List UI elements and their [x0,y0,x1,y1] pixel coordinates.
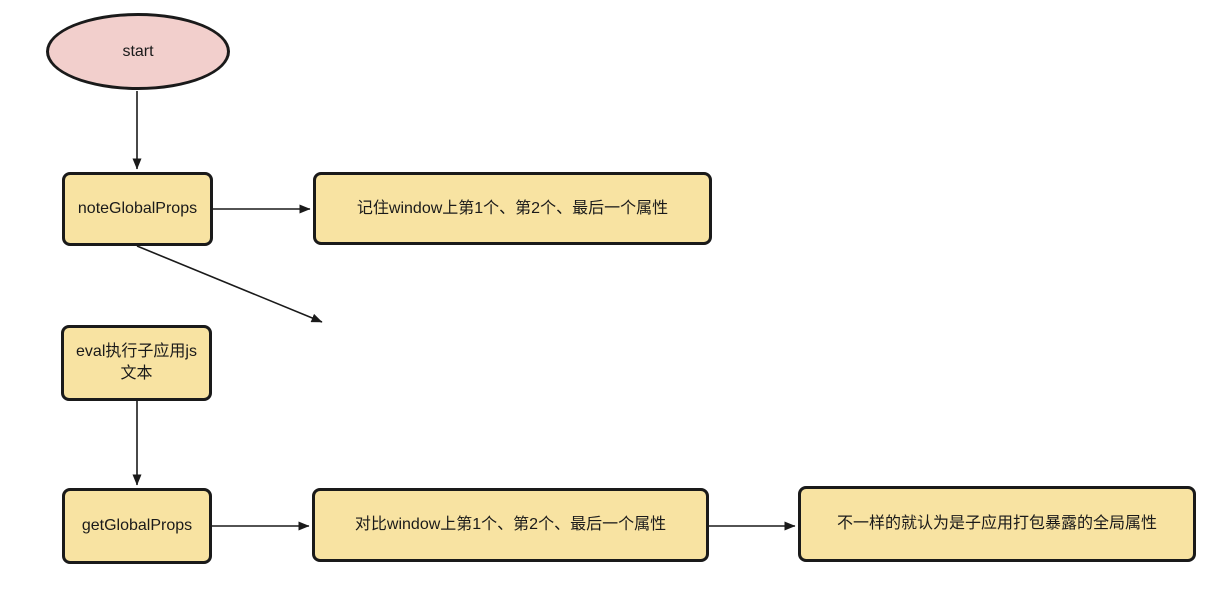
node-evaljs-label: eval执行子应用js 文本 [76,341,197,384]
node-note-desc-label: 记住window上第1个、第2个、最后一个属性 [356,199,669,217]
node-note-desc: 记住window上第1个、第2个、最后一个属性 [313,172,712,245]
node-evaljs: eval执行子应用js 文本 [61,325,212,401]
node-start: start [46,13,230,90]
node-compare-desc: 对比window上第1个、第2个、最后一个属性 [312,488,709,562]
node-getglobalprops-label: getGlobalProps [81,517,193,535]
node-getglobalprops: getGlobalProps [62,488,212,564]
node-noteglobalprops-label: noteGlobalProps [77,200,198,218]
node-result-desc: 不一样的就认为是子应用打包暴露的全局属性 [798,486,1196,562]
node-result-desc-label: 不一样的就认为是子应用打包暴露的全局属性 [836,515,1157,533]
node-noteglobalprops: noteGlobalProps [62,172,213,246]
edge-noteglobalprops-to-evaljs [136,245,323,323]
node-compare-desc-label: 对比window上第1个、第2个、最后一个属性 [354,516,667,534]
node-start-label: start [122,42,154,60]
node-evaljs-label-line1: eval执行子应用js [76,343,197,361]
node-evaljs-label-line2: 文本 [120,365,153,382]
